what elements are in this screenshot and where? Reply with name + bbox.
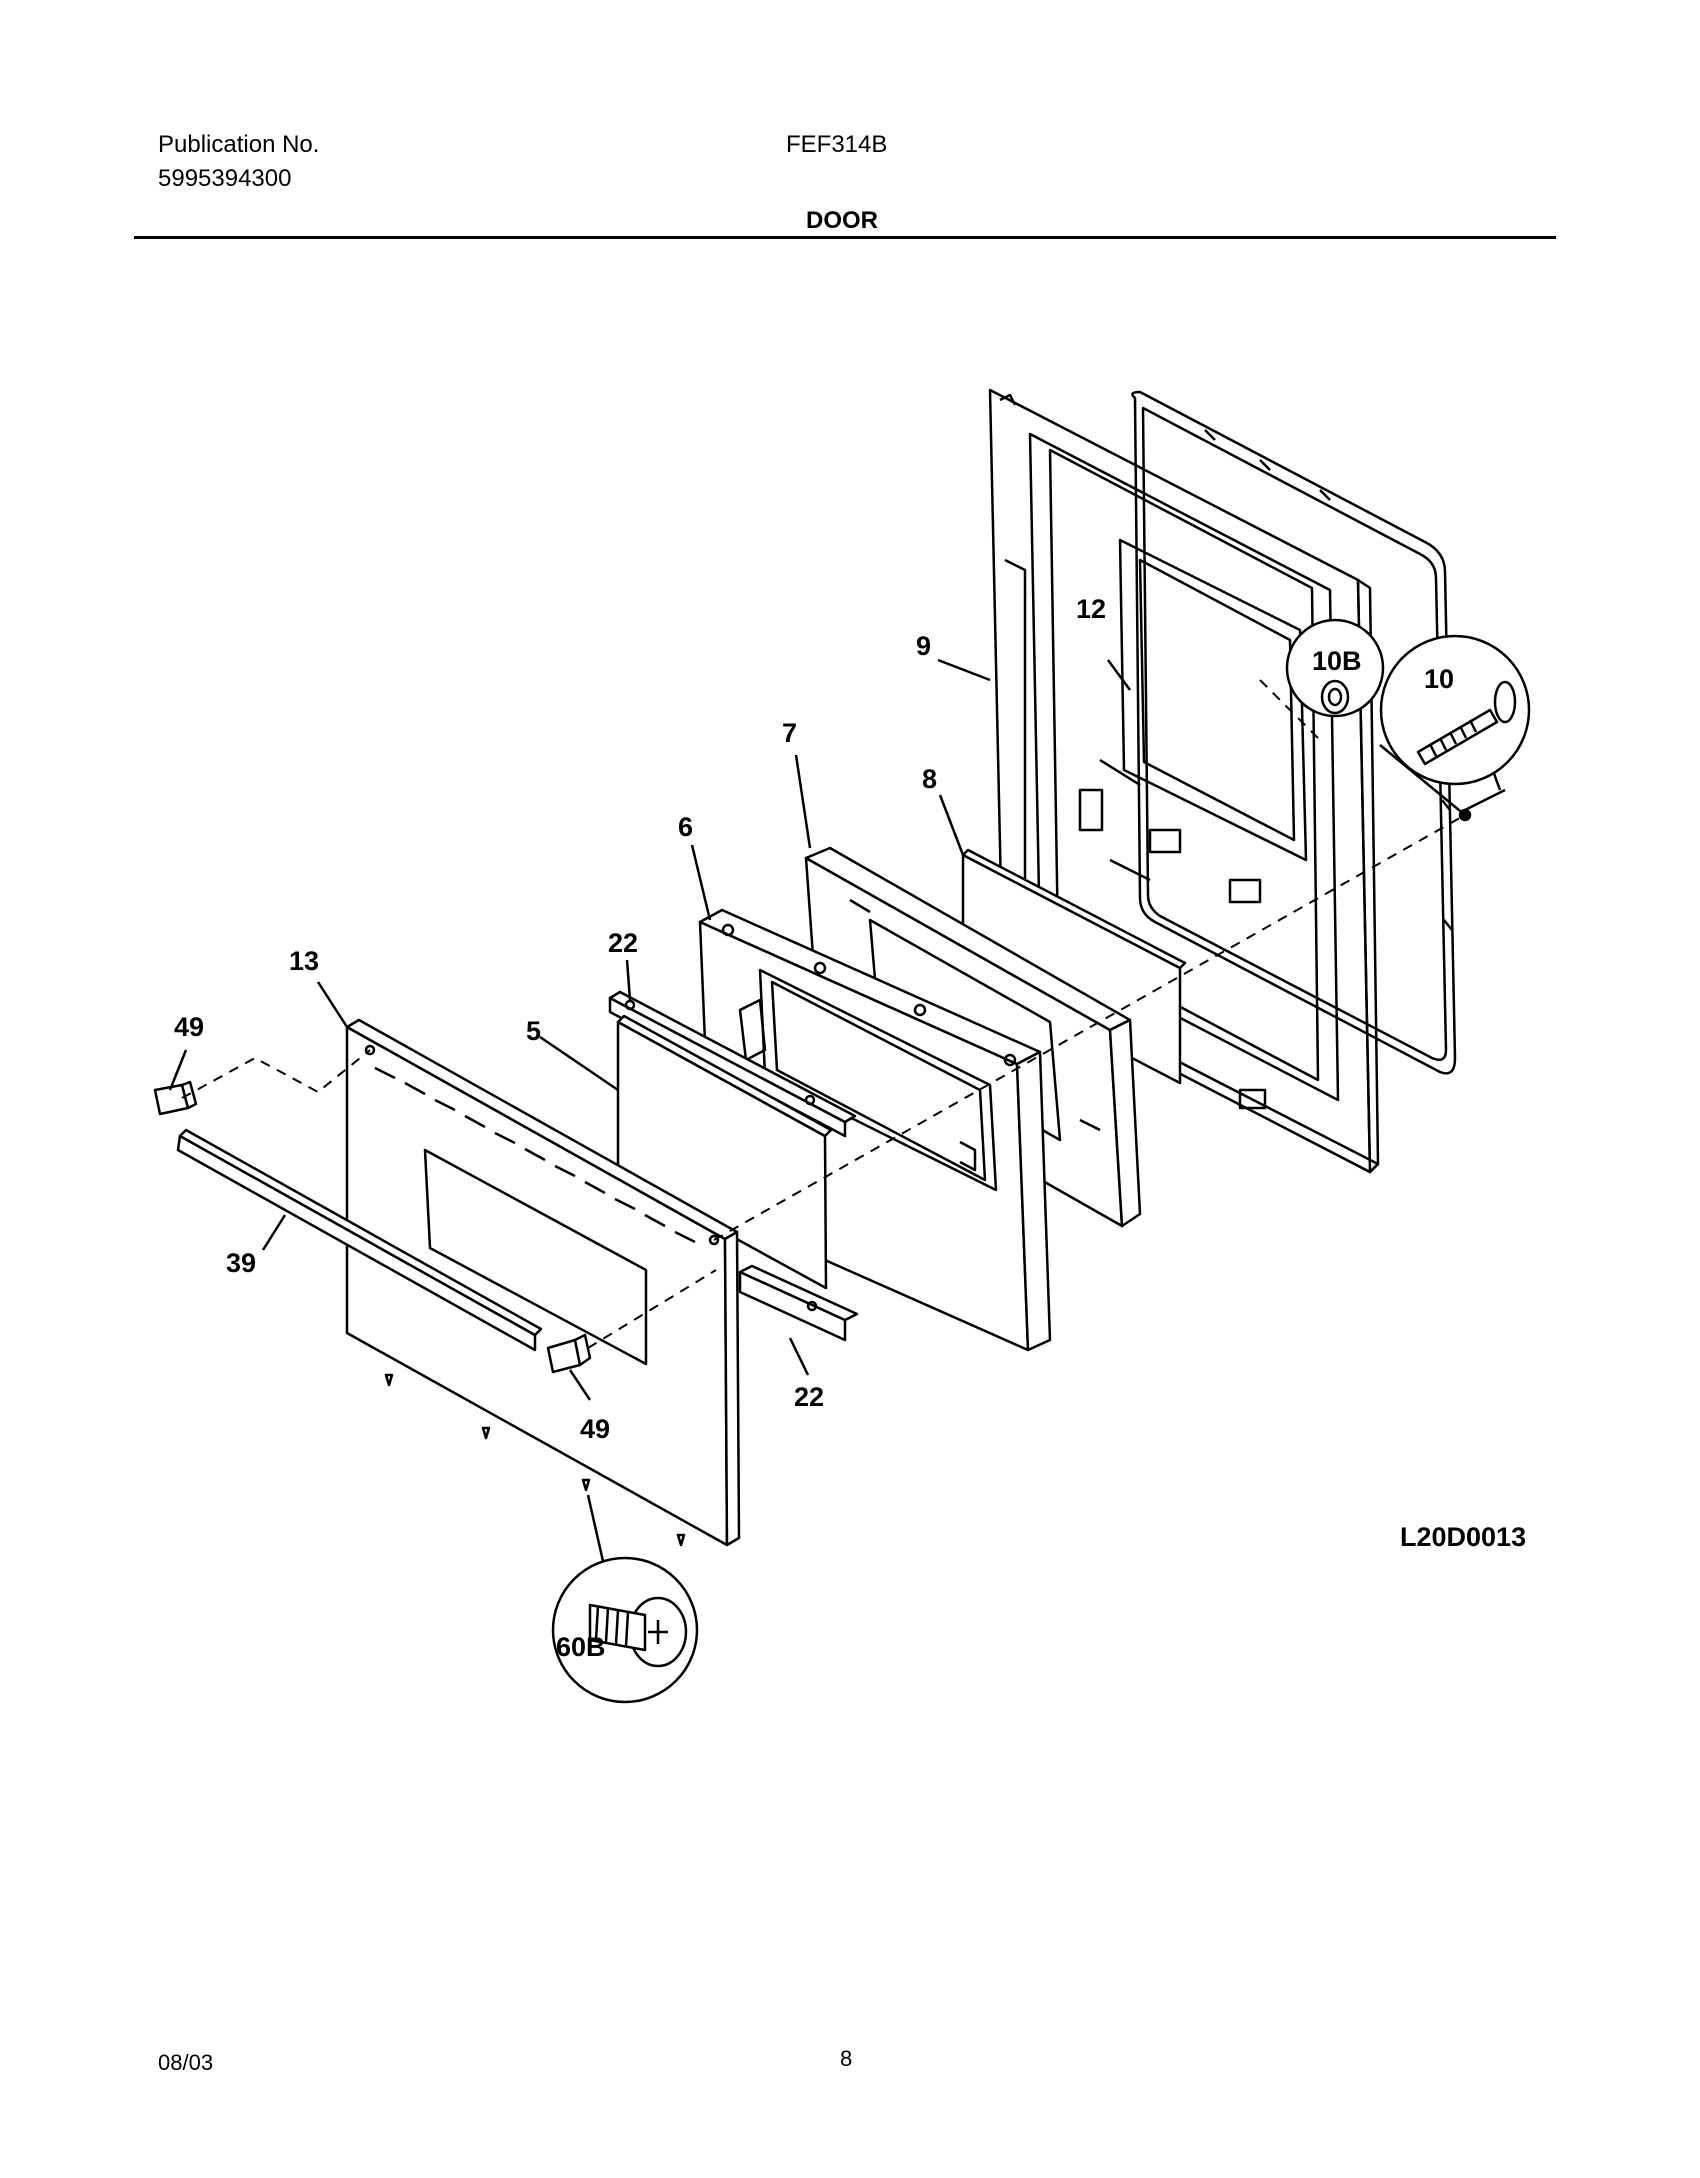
callout-22-top: 22 xyxy=(608,928,638,958)
screw-detail-circle xyxy=(551,1556,699,1704)
handle-end-cap-right xyxy=(546,1333,592,1374)
callout-22-bottom: 22 xyxy=(794,1382,824,1412)
callout-39: 39 xyxy=(226,1248,256,1278)
bolt-detail-circle xyxy=(1379,634,1531,786)
callout-7: 7 xyxy=(782,718,797,748)
door-gasket xyxy=(1131,390,1457,1075)
callout-10: 10 xyxy=(1424,664,1454,694)
callout-5: 5 xyxy=(526,1016,541,1046)
model-number: FEF314B xyxy=(786,131,888,158)
callout-9: 9 xyxy=(916,631,931,661)
header-rule xyxy=(134,236,1556,239)
callout-8: 8 xyxy=(922,764,937,794)
assembly-lines xyxy=(181,679,1466,1349)
outer-door-panel xyxy=(345,1018,741,1547)
footer-date: 08/03 xyxy=(158,2050,214,2075)
publication-number: 5995394300 xyxy=(158,165,292,192)
callout-12: 12 xyxy=(1076,594,1106,624)
door-frame xyxy=(698,908,1052,1352)
door-handle-rail xyxy=(176,1128,543,1352)
callout-49-right: 49 xyxy=(580,1414,610,1444)
publication-label: Publication No. xyxy=(158,131,320,158)
callout-10b: 10B xyxy=(1312,646,1362,676)
door-channel-top xyxy=(608,990,857,1138)
door-channel-bottom xyxy=(738,1264,859,1342)
callout-6: 6 xyxy=(678,812,693,842)
door-bolt-hardware xyxy=(1458,788,1506,822)
door-screws xyxy=(384,1373,686,1547)
callout-13: 13 xyxy=(289,946,319,976)
callout-60b: 60B xyxy=(556,1632,606,1662)
handle-end-cap-left xyxy=(153,1080,198,1116)
page-number: 8 xyxy=(840,2046,853,2071)
drawing-code: L20D0013 xyxy=(1400,1522,1526,1552)
callout-49-left: 49 xyxy=(174,1012,204,1042)
leader-lines xyxy=(168,658,1502,1571)
washer-detail-circle xyxy=(1285,618,1385,718)
section-title: DOOR xyxy=(806,207,878,234)
